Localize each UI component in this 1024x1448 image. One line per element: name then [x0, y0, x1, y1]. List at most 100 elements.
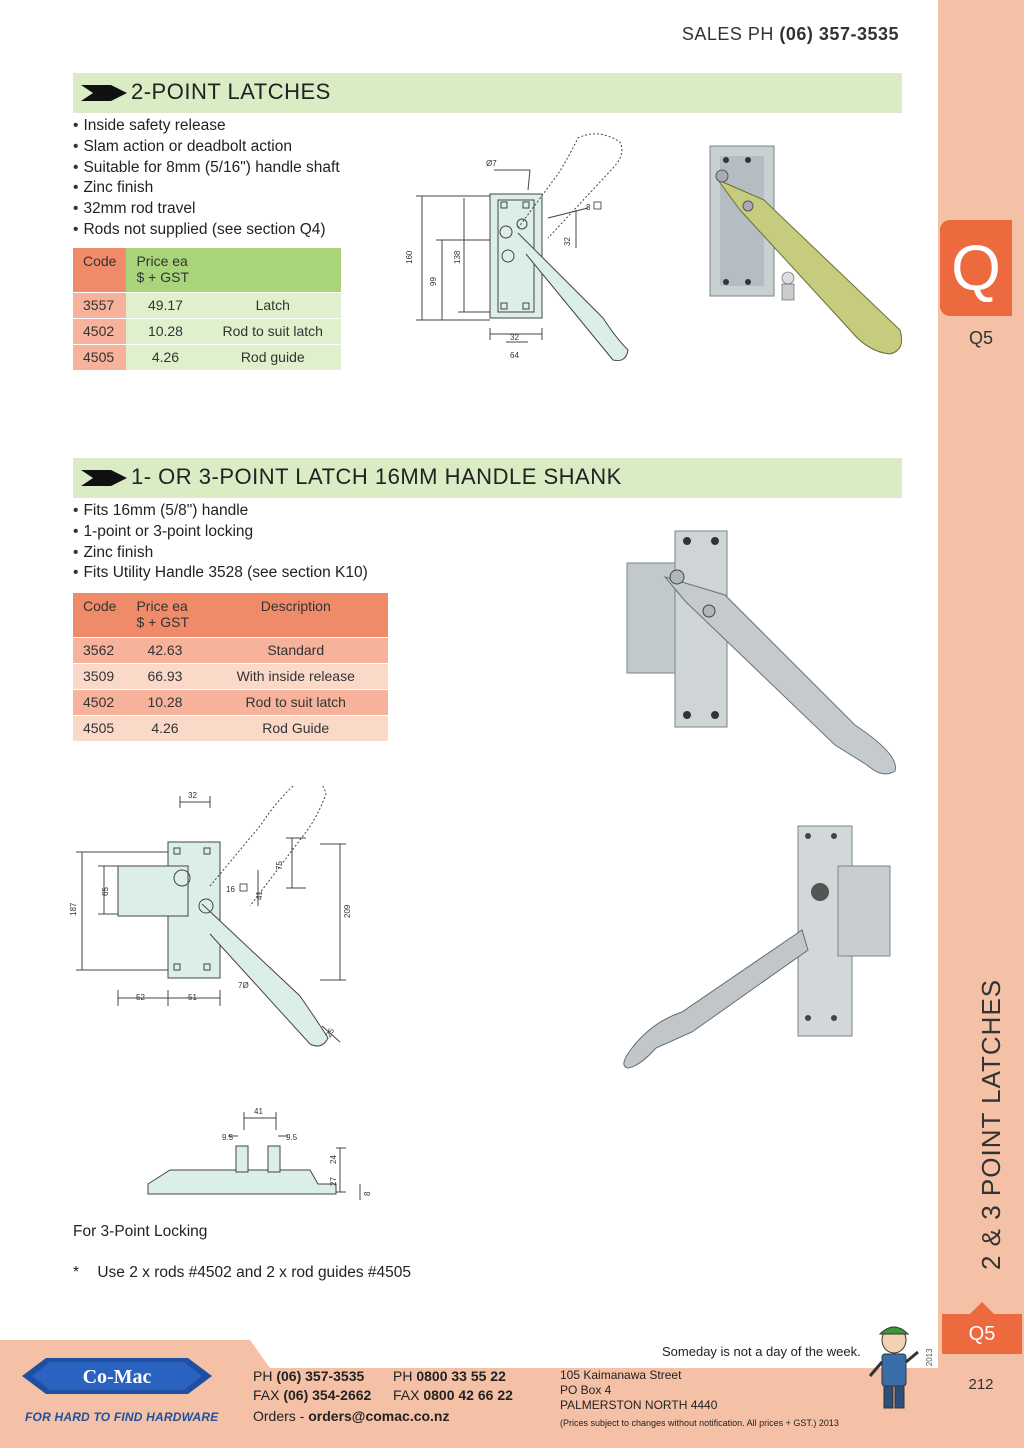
dim-label: Ø7 — [486, 159, 497, 168]
table-row: 4505 4.26 Rod Guide — [73, 715, 388, 742]
address-line: PO Box 4 — [560, 1383, 612, 1397]
photo-3-point-latch-front — [626, 530, 896, 775]
section-title: 1- OR 3-POINT LATCH 16MM HANDLE SHANK — [131, 464, 622, 489]
list-item: Slam action or deadbolt action — [73, 137, 340, 158]
arrow-icon — [81, 470, 127, 486]
section-header-1-or-3-point: 1- OR 3-POINT LATCH 16MM HANDLE SHANK — [73, 458, 902, 498]
table-cell-price: 49.17 — [126, 292, 205, 319]
table-cell-price: 42.63 — [126, 637, 204, 664]
vertical-title-text: 2 & 3 POINT LATCHES — [976, 978, 1006, 1270]
note-text: Use 2 x rods #4502 and 2 x rod guides #4… — [97, 1264, 412, 1281]
list-item: Fits 16mm (5/8") handle — [73, 501, 368, 522]
address-line: 105 Kaimanawa Street — [560, 1368, 682, 1382]
table-cell-price: 66.93 — [126, 663, 204, 690]
feature-list-1-or-3-point: Fits 16mm (5/8") handle 1-point or 3-poi… — [73, 501, 368, 584]
table-cell-code: 4505 — [73, 715, 127, 742]
dim-label: 8 — [363, 1191, 372, 1196]
table-cell-description: Standard — [203, 637, 388, 664]
footer-phone: PH (06) 357-3535 — [253, 1368, 365, 1384]
list-item: Zinc finish — [73, 178, 340, 199]
three-point-caption: For 3-Point Locking — [73, 1223, 208, 1240]
table-cell-price: 10.28 — [126, 689, 204, 716]
dim-label: 209 — [343, 904, 352, 918]
dim-label: 51 — [188, 993, 197, 1002]
footer-fax: FAX (06) 354-2662 — [253, 1387, 372, 1403]
dim-label: 64 — [510, 351, 519, 360]
dim-label: 99 — [429, 277, 438, 286]
address-line: PALMERSTON NORTH 4440 — [560, 1398, 718, 1412]
table-cell-code: 3562 — [73, 637, 127, 664]
technical-drawing-3-point: 32 75 65 187 16 41 209 7Ø 52 51 25 — [69, 786, 352, 1047]
dim-label: 32 — [510, 333, 519, 342]
list-item: Suitable for 8mm (5/16") handle shaft — [73, 158, 339, 179]
comac-logo: Co-Mac — [22, 1358, 212, 1394]
logo-text: Co-Mac — [83, 1366, 152, 1388]
table-cell-code: 4502 — [73, 318, 127, 345]
logo-tagline: FOR HARD TO FIND HARDWARE — [25, 1410, 219, 1424]
table-header-code: Code — [73, 248, 127, 293]
dim-label: 32 — [563, 237, 572, 246]
table-cell-description: Rod guide — [204, 344, 341, 371]
dim-label: 138 — [453, 250, 462, 264]
dim-label: 52 — [136, 993, 145, 1002]
dim-label: 65 — [101, 887, 110, 896]
mascot-icon — [781, 271, 795, 301]
list-item: Inside safety release — [73, 116, 340, 137]
price-table-2-point: Code Price ea$ + GST 3557 49.17 Latch 45… — [73, 248, 341, 371]
footer-freefax: FAX 0800 42 66 22 — [393, 1387, 513, 1403]
table-row: 3509 66.93 With inside release — [73, 663, 388, 690]
table-cell-description: With inside release — [203, 663, 388, 690]
dim-label: 41 — [254, 1107, 263, 1116]
table-header-price: Price ea$ + GST — [126, 248, 205, 293]
section-letter-tab: Q — [940, 220, 1012, 316]
technical-drawing-side-view: 41 9.5 9.5 24 27 8 — [147, 1107, 372, 1200]
dim-label: 41 — [255, 891, 264, 900]
section-code: Q5 — [968, 328, 993, 348]
section-title: 2-POINT LATCHES — [131, 79, 331, 104]
sales-phone-number: (06) 357-3535 — [779, 24, 899, 44]
feature-list-2-point: Inside safety release Slam action or dea… — [73, 116, 340, 241]
table-cell-code: 4505 — [73, 344, 127, 371]
footer-tagline: Someday is not a day of the week. — [662, 1344, 861, 1359]
sales-phone: SALES PH (06) 357-3535 — [682, 24, 899, 45]
three-point-note: * Use 2 x rods #4502 and 2 x rod guides … — [73, 1264, 411, 1282]
orders-email-link[interactable]: orders@comac.co.nz — [308, 1408, 450, 1424]
section-header-2-point: 2-POINT LATCHES — [73, 73, 902, 113]
dim-label: 24 — [329, 1155, 338, 1164]
list-item: Rods not supplied (see section Q4) — [73, 220, 340, 241]
list-item: 1-point or 3-point locking — [73, 522, 368, 543]
dim-label: 7Ø — [238, 981, 249, 990]
table-cell-description: Rod to suit latch — [204, 318, 341, 345]
table-cell-price: 4.26 — [126, 344, 205, 371]
table-header-row: Code Price ea$ + GST Description — [73, 593, 388, 638]
sales-label: SALES PH — [681, 24, 774, 44]
table-row: 4502 10.28 Rod to suit latch — [73, 318, 341, 345]
table-cell-code: 3557 — [73, 292, 127, 319]
dim-label: 27 — [329, 1177, 338, 1186]
table-row: 3557 49.17 Latch — [73, 292, 341, 319]
table-cell-price: 4.26 — [126, 715, 204, 742]
list-item: Zinc finish — [73, 543, 368, 564]
table-cell-description: Rod to suit latch — [203, 689, 388, 716]
table-header-code: Code — [73, 593, 127, 638]
vertical-page-title: 2 & 3 POINT LATCHES — [940, 979, 1012, 1270]
dim-label: 32 — [188, 791, 197, 800]
table-cell-price: 10.28 — [126, 318, 205, 345]
dim-label: 9.5 — [286, 1133, 298, 1142]
table-cell-code: 3509 — [73, 663, 127, 690]
table-row: 4505 4.26 Rod guide — [73, 344, 341, 371]
footer-disclaimer: (Prices subject to changes without notif… — [560, 1418, 839, 1428]
table-cell-code: 4502 — [73, 689, 127, 716]
table-header-blank — [204, 248, 341, 293]
table-row: 3562 42.63 Standard — [73, 637, 388, 664]
dim-label: 160 — [405, 250, 414, 264]
footer-address: 105 Kaimanawa Street PO Box 4 PALMERSTON… — [560, 1368, 717, 1413]
photo-3-point-latch-back — [623, 825, 891, 1069]
table-header-row: Code Price ea$ + GST — [73, 248, 341, 293]
dim-label: 187 — [69, 902, 78, 916]
table-cell-description: Latch — [204, 292, 341, 319]
dim-label: 9.5 — [222, 1133, 234, 1142]
list-item: Fits Utility Handle 3528 (see section K1… — [73, 563, 367, 584]
dim-label: 8 — [586, 203, 591, 212]
mascot-icon — [868, 1326, 919, 1409]
